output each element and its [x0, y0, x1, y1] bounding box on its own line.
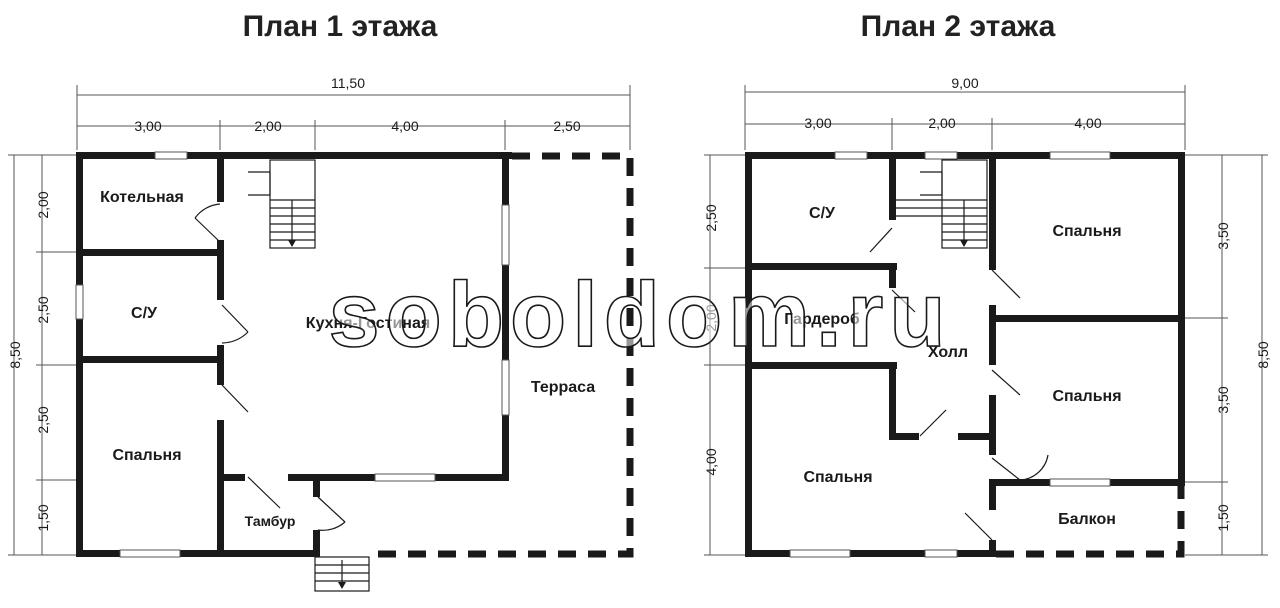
plan1-seg-3: 4,00 — [391, 118, 418, 134]
plan2-room-balcony: Балкон — [1058, 511, 1116, 528]
plan1-stairs — [248, 159, 316, 249]
plan1-room-bedroom: Спальня — [112, 447, 181, 464]
plan2-vseg-right-1: 3,50 — [1215, 222, 1231, 249]
plan2-dimensions: 9,00 3,00 2,00 4,00 2,50 2,00 4,00 3,50 — [703, 75, 1271, 556]
plan1-total-width: 11,50 — [331, 75, 365, 91]
plan1-room-terrace: Терраса — [531, 379, 595, 396]
plan2-room-bedroom-top: Спальня — [1052, 223, 1121, 240]
plan2-balcony-dashed — [996, 486, 1185, 558]
plan1-vseg-2: 2,50 — [35, 296, 51, 323]
plan2-seg-2: 2,00 — [928, 115, 955, 131]
plan1-terrace-dashed — [370, 152, 634, 558]
plan2-room-hall: Холл — [928, 344, 968, 361]
plan2-seg-1: 3,00 — [804, 115, 831, 131]
plan2-stairs — [896, 159, 988, 249]
plan2-vseg-right-2: 3,50 — [1215, 386, 1231, 413]
plan2-walls — [745, 152, 1185, 557]
watermark-logo: soboldom.ru — [328, 264, 951, 366]
plan1-seg-2: 2,00 — [254, 118, 281, 134]
plan1-doors — [194, 203, 346, 531]
plan1-title: План 1 этажа — [243, 10, 438, 43]
plan2: 9,00 3,00 2,00 4,00 2,50 2,00 4,00 3,50 — [703, 75, 1271, 558]
plan2-total-width: 9,00 — [951, 75, 978, 91]
plan2-seg-3: 4,00 — [1074, 115, 1101, 131]
plan1-vseg-3: 2,50 — [35, 406, 51, 433]
plan1-room-boiler: Котельная — [100, 189, 184, 206]
plan2-total-height: 8,50 — [1255, 341, 1271, 368]
plan1-room-kitchen: Кухня-Гостиная — [306, 315, 430, 332]
plan1-seg-4: 2,50 — [553, 118, 580, 134]
plan2-vseg-left-1: 2,50 — [703, 204, 719, 231]
plan2-windows — [789, 151, 1111, 558]
plan2-doors — [869, 227, 1049, 541]
plan1-entrance-steps — [314, 556, 370, 592]
plan1: 11,50 3,00 2,00 4,00 2,50 8,50 2,00 2,50… — [7, 75, 634, 592]
plan1-seg-1: 3,00 — [134, 118, 161, 134]
plan2-room-wardrobe: Гардероб — [784, 311, 860, 328]
plan2-vseg-left-2: 2,00 — [703, 304, 719, 331]
plan2-room-bedroom-mid: Спальня — [1052, 388, 1121, 405]
plan1-room-vestibule: Тамбур — [245, 513, 296, 529]
plan2-room-bathroom: С/У — [809, 205, 836, 222]
plan1-total-height: 8,50 — [7, 341, 23, 368]
plan2-title: План 2 этажа — [861, 10, 1056, 43]
plan1-room-bathroom: С/У — [131, 305, 158, 322]
plan2-room-bedroom-bottom: Спальня — [803, 469, 872, 486]
plan1-vseg-4: 1,50 — [35, 504, 51, 531]
plan1-dimensions: 11,50 3,00 2,00 4,00 2,50 8,50 2,00 2,50… — [7, 75, 631, 556]
plan2-vseg-left-3: 4,00 — [703, 448, 719, 475]
plan1-windows — [75, 151, 510, 558]
plan1-vseg-1: 2,00 — [35, 191, 51, 218]
plan2-vseg-right-3: 1,50 — [1215, 504, 1231, 531]
